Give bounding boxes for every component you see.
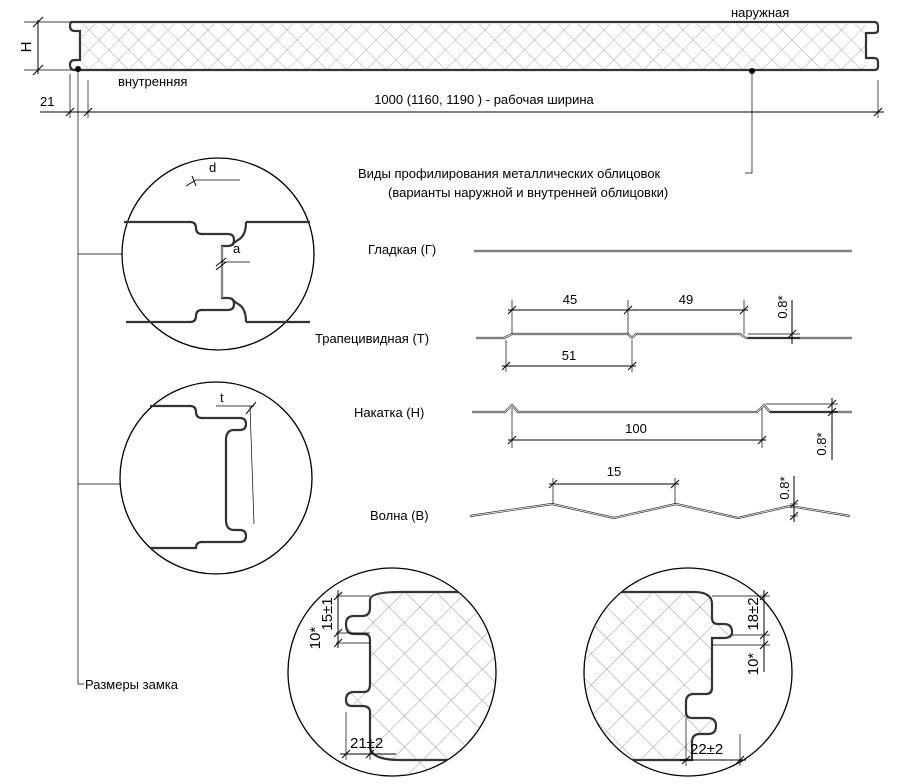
wave-dim-span: 15 bbox=[607, 464, 621, 479]
profile-smooth: Гладкая (Г) bbox=[368, 242, 852, 257]
width-dimension: 21 1000 (1160, 1190 ) - рабочая ширина bbox=[40, 74, 884, 118]
outer-label: наружная bbox=[731, 5, 789, 20]
height-label: H bbox=[18, 42, 35, 53]
height-dimension: H bbox=[18, 16, 72, 76]
lock-t-label: t bbox=[220, 390, 224, 405]
profiles-title: Виды профилирования металлических облицо… bbox=[358, 166, 661, 181]
joint-right-dim-22: 22±2 bbox=[690, 741, 723, 758]
profile-wave: Волна (В) 15 0.8* bbox=[370, 464, 851, 523]
lock-detail-female: t bbox=[119, 381, 313, 575]
knurled-dim-height: 0.8* bbox=[814, 432, 829, 455]
trapezoid-label: Трапецивидная (Т) bbox=[315, 331, 429, 346]
lock-caption: Размеры замка bbox=[85, 677, 179, 692]
joint-left-dim-10: 10* bbox=[307, 627, 324, 650]
trapezoid-dim-bottom: 51 bbox=[562, 348, 576, 363]
inner-label: внутренняя bbox=[118, 74, 187, 89]
lock-offset-label: 21 bbox=[40, 94, 54, 109]
trapezoid-dim-top-left: 45 bbox=[563, 292, 577, 307]
profile-leader bbox=[745, 71, 753, 174]
trapezoid-dim-top-right: 49 bbox=[679, 292, 693, 307]
wave-dim-height: 0.8* bbox=[777, 476, 792, 499]
lock-detail-male: d a bbox=[121, 157, 315, 351]
working-width-label: 1000 (1160, 1190 ) - рабочая ширина bbox=[374, 92, 594, 107]
joint-left-dim-15: 15±1 bbox=[319, 597, 336, 630]
profile-trapezoid: Трапецивидная (Т) 45 49 51 0.8* bbox=[315, 292, 852, 372]
profile-knurled: Накатка (Н) 100 0.8* bbox=[354, 398, 852, 460]
joint-detail-right: 18±2 10* 22±2 bbox=[583, 567, 793, 777]
profiles-subtitle: (варианты наружной и внутренней облицовк… bbox=[388, 185, 668, 200]
sandwich-panel bbox=[68, 20, 880, 74]
joint-right-dim-18: 18±2 bbox=[745, 597, 762, 630]
lock-d-label: d bbox=[209, 160, 216, 175]
knurled-dim-span: 100 bbox=[625, 421, 647, 436]
joint-detail-left: 15±1 10* 21±2 bbox=[287, 567, 497, 777]
joint-left-dim-21: 21±2 bbox=[350, 735, 383, 752]
smooth-label: Гладкая (Г) bbox=[368, 242, 436, 257]
joint-right-dim-10: 10* bbox=[745, 653, 762, 676]
wave-label: Волна (В) bbox=[370, 508, 429, 523]
lock-leader bbox=[77, 69, 84, 685]
knurled-label: Накатка (Н) bbox=[354, 405, 424, 420]
trapezoid-dim-height: 0.8* bbox=[775, 295, 790, 318]
lock-a-label: a bbox=[233, 241, 241, 256]
